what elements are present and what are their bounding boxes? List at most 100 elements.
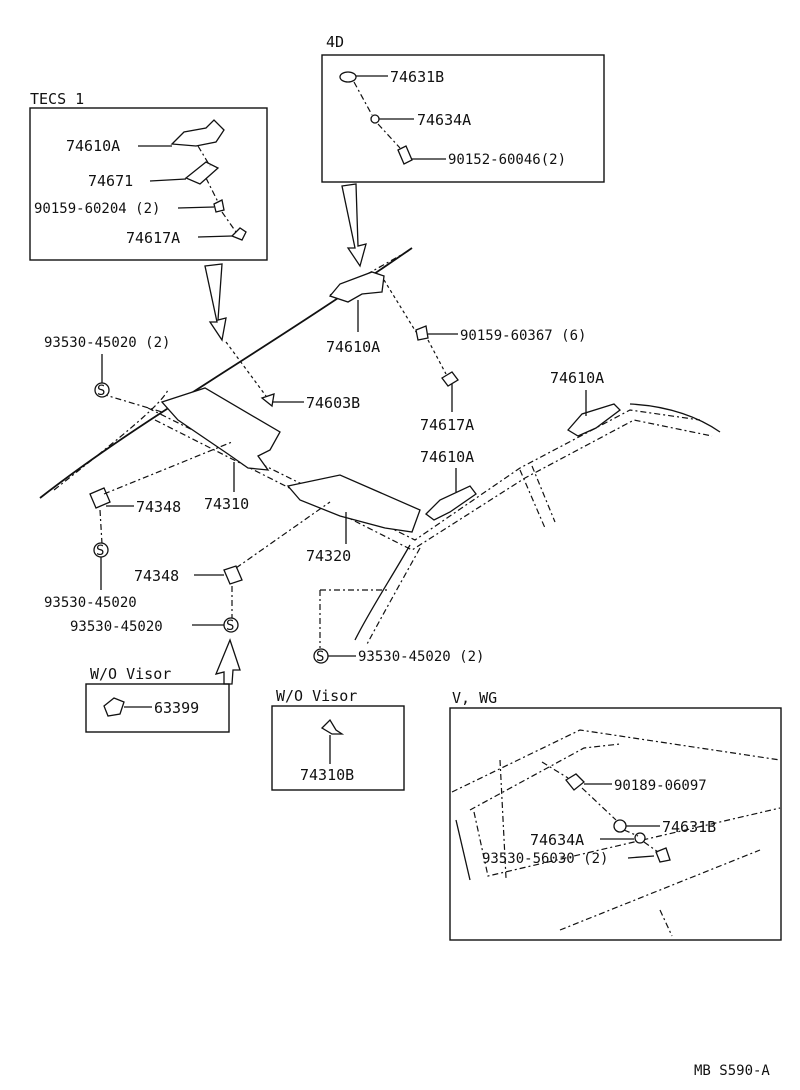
svg-text:S: S bbox=[96, 543, 104, 559]
label-74310: 74310 bbox=[204, 495, 249, 513]
label-74634A-vwg: 74634A bbox=[530, 831, 584, 849]
pillar-line-2 bbox=[365, 547, 421, 647]
cap-74631B-icon bbox=[339, 71, 357, 83]
tecs-box-frame bbox=[29, 107, 268, 261]
clip-74617A-main-icon bbox=[441, 371, 459, 387]
spacer-74634A-vwg-icon bbox=[634, 832, 646, 844]
vwg-pillar-line bbox=[499, 759, 507, 879]
fastener-line-74348-upper bbox=[103, 441, 233, 495]
wo-visor-left-frame bbox=[85, 683, 230, 733]
tecs-leader-90159 bbox=[177, 206, 215, 209]
clip-74617A-icon bbox=[230, 227, 247, 241]
arrow-down-four-door-icon bbox=[341, 183, 367, 268]
cap-74310B-icon bbox=[320, 718, 345, 735]
four-door-label-90152: 90152-60046(2) bbox=[448, 152, 566, 168]
tecs-leader-74671 bbox=[149, 178, 187, 182]
wo-visor-left-title: W/O Visor bbox=[90, 665, 171, 683]
label-74348-upper: 74348 bbox=[136, 498, 181, 516]
four-door-box-title: 4D bbox=[326, 33, 344, 51]
tecs-label-74617A: 74617A bbox=[126, 229, 180, 247]
vwg-roof-line-1 bbox=[451, 729, 781, 793]
assist-grip-74610A-mid bbox=[425, 485, 477, 521]
four-door-label-74634A: 74634A bbox=[417, 111, 471, 129]
label-63399: 63399 bbox=[154, 699, 199, 717]
pillar-line-1 bbox=[354, 544, 411, 641]
label-74631B-vwg: 74631B bbox=[662, 818, 716, 836]
svg-text:S: S bbox=[97, 383, 105, 399]
label-93530-56030: 93530-56030 (2) bbox=[482, 851, 608, 867]
bracket-74610A-icon bbox=[170, 119, 225, 147]
assist-grip-74610A-right bbox=[566, 403, 621, 437]
screw-90159-60367-icon bbox=[415, 325, 429, 341]
screw-90152-icon bbox=[397, 145, 413, 165]
holder-74348-upper-icon bbox=[89, 487, 111, 509]
sun-visor-74320 bbox=[286, 474, 421, 533]
screw-90159-icon bbox=[213, 199, 225, 213]
fastener-line-top bbox=[101, 393, 163, 413]
svg-text:S: S bbox=[226, 618, 234, 634]
holder-74671-icon bbox=[184, 161, 220, 185]
fastener-line-right bbox=[319, 589, 390, 648]
label-74310B: 74310B bbox=[300, 766, 354, 784]
label-93530-45020-2-top: 93530-45020 (2) bbox=[44, 335, 170, 351]
svg-text:S: S bbox=[316, 649, 324, 665]
vwg-lower-lines bbox=[559, 849, 761, 937]
label-90159-60367: 90159-60367 (6) bbox=[460, 328, 586, 344]
vwg-window-line bbox=[473, 807, 781, 877]
roof-inner-line bbox=[53, 389, 169, 491]
vwg-left-edge bbox=[455, 819, 471, 881]
roof-body-lines bbox=[39, 247, 721, 647]
four-door-label-74631B: 74631B bbox=[390, 68, 444, 86]
wo-visor-left-box: W/O Visor 63399 bbox=[85, 665, 230, 733]
label-74610A-center: 74610A bbox=[326, 338, 380, 356]
pillar-right-lines bbox=[519, 465, 556, 529]
leader-93530-56030 bbox=[627, 855, 655, 859]
tecs-label-90159: 90159-60204 (2) bbox=[34, 201, 160, 217]
holder-74348-lower-icon bbox=[223, 565, 243, 585]
label-74617A: 74617A bbox=[420, 416, 474, 434]
arrow-down-tecs-icon bbox=[204, 263, 227, 342]
fastener-line-74348-lower bbox=[235, 501, 331, 569]
drawing-code: MB S590-A bbox=[694, 1063, 770, 1079]
clip-74603B-icon bbox=[260, 393, 275, 408]
tecs-box: TECS 1 74610A 74671 90159-60204 (2) 7461… bbox=[29, 90, 268, 261]
rear-roof-curve bbox=[629, 403, 721, 433]
label-93530-45020-left: 93530-45020 bbox=[44, 595, 137, 611]
tecs-leader-74617A bbox=[197, 235, 233, 238]
fastener-s-left: S bbox=[93, 542, 109, 559]
label-74610A-mid: 74610A bbox=[420, 448, 474, 466]
sun-visor-74310 bbox=[160, 387, 281, 471]
label-93530-45020-lower: 93530-45020 bbox=[70, 619, 163, 635]
cap-63399-icon bbox=[103, 697, 125, 717]
label-74610A-right: 74610A bbox=[550, 369, 604, 387]
clip-90189-icon bbox=[565, 773, 585, 791]
fastener-line-left bbox=[99, 509, 103, 545]
screw-93530-56030-icon bbox=[655, 847, 671, 863]
tecs-label-74610A: 74610A bbox=[66, 137, 120, 155]
spacer-74634A-icon bbox=[370, 114, 380, 124]
four-door-box: 4D 74631B 74634A 90152-60046(2) bbox=[321, 33, 605, 183]
vwg-box-title: V, WG bbox=[452, 689, 497, 707]
fastener-s-lower: S bbox=[223, 617, 239, 634]
arrow-up-wo-visor-icon bbox=[214, 638, 241, 685]
tecs-box-title: TECS 1 bbox=[30, 90, 84, 108]
assist-grip-74610A-center bbox=[328, 271, 385, 303]
four-door-box-frame bbox=[321, 54, 605, 183]
wo-visor-right-box: W/O Visor 74310B bbox=[271, 687, 405, 791]
four-door-assembly-line bbox=[353, 81, 401, 149]
main-assembly-dots-upper bbox=[225, 279, 447, 397]
vwg-box-frame bbox=[449, 707, 782, 941]
label-74348-lower: 74348 bbox=[134, 567, 179, 585]
vwg-assembly-line bbox=[541, 761, 659, 853]
fastener-s-right: S bbox=[313, 648, 329, 665]
label-93530-45020-2-right: 93530-45020 (2) bbox=[358, 649, 484, 665]
wo-visor-right-frame bbox=[271, 705, 405, 791]
label-74603B: 74603B bbox=[306, 394, 360, 412]
vwg-roof-line-2 bbox=[469, 743, 621, 811]
tecs-label-74671: 74671 bbox=[88, 172, 133, 190]
tecs-assembly-line bbox=[197, 145, 237, 233]
label-90189-06097: 90189-06097 bbox=[614, 778, 707, 794]
label-74320: 74320 bbox=[306, 547, 351, 565]
